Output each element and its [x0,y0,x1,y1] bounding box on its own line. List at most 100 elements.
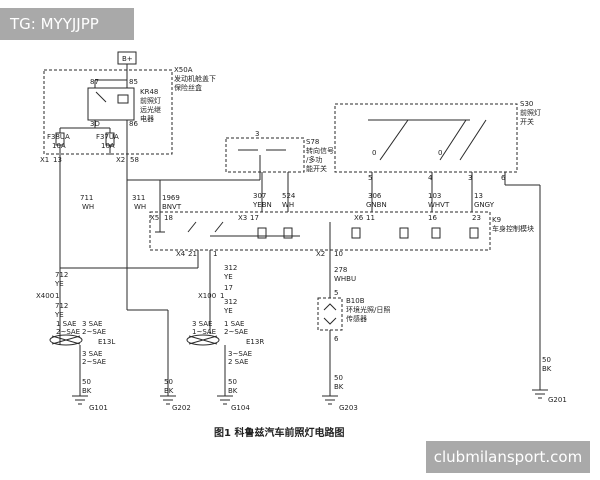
e13r-pin-2: 1~SAE [192,328,216,336]
wire-312b-color: YE [223,307,233,315]
s30-pin-5: 5 [368,174,372,182]
g203-wire: 50 [334,374,343,382]
wire-17: 17 [224,284,233,292]
relay-pin-3d: 3D [90,120,100,128]
wire-312b: 312 [224,298,237,306]
g101-label: G101 [89,404,108,412]
s30-pos-0b: 0 [438,149,442,157]
fuse-f37ua: F37UA [96,133,119,141]
connector-x1: X1 [40,156,49,164]
relay-pin-86: 86 [129,120,138,128]
g201-color: BK [542,365,552,373]
connector-x3: X3 [238,214,247,222]
g104-label: G104 [231,404,250,412]
watermark-top-left: TG: MYYJJPP [0,8,134,40]
e13r-pin-1: 3 SAE [192,320,212,328]
wire-712a: 712 [55,271,68,279]
kr48-label: KR48 [140,88,158,96]
connector-x4: X4 [176,250,186,258]
g101-wire: 50 [82,378,91,386]
e13r-pin-3: 1 SAE [224,320,244,328]
wire-103: 103 [428,192,441,200]
wire-278: 278 [334,266,347,274]
e13r-pin-5: 3~SAE [228,350,252,358]
k9-pin-23: 23 [472,214,481,222]
s78-pin: 3 [255,130,259,138]
connector-x3-pin: 17 [250,214,259,222]
s30-pin-6: 6 [501,174,506,182]
fuse-f38ua-amp: 10A [52,142,66,150]
s30-desc-2: 开关 [520,117,534,126]
s30-label: S30 [520,100,533,108]
fuse-f37ua-amp: 10A [101,142,115,150]
x50a-desc-2: 保险丝盒 [174,83,202,92]
wire-524-color: WH [282,201,294,209]
s30-desc-1: 前照灯 [520,108,541,117]
wire-711: 711 [80,194,93,202]
k9-label: K9 [492,216,501,224]
e13l-pin-5: 3 SAE [82,350,102,358]
connector-x400: X400 [36,292,54,300]
b10b-pin-6: 6 [334,335,339,343]
b10b-desc-1: 环境光照/日照 [346,305,390,314]
bplus-label: B+ [122,55,133,63]
g101-color: BK [82,387,92,395]
fuse-f38ua: F38UA [47,133,70,141]
wire-1969: 1969 [162,194,180,202]
s30-pin-4: 4 [428,174,433,182]
wire-312a: 312 [224,264,237,272]
e13r-pin-6: 2 SAE [228,358,248,366]
g104-color: BK [228,387,238,395]
connector-x1-pin: 13 [53,156,62,164]
g203-color: BK [334,383,344,391]
g203-label: G203 [339,404,358,412]
connector-x100-pin: 1 [220,292,224,300]
e13l-label: E13L [98,338,115,346]
connector-x100: X100 [198,292,216,300]
e13r-label: E13R [246,338,264,346]
s78-label: S78 [306,138,319,146]
s30-pos-0a: 0 [372,149,376,157]
b10b-desc-2: 传感器 [346,314,367,323]
wire-712b-color: YE [54,311,64,319]
g104-wire: 50 [228,378,237,386]
s78-desc-2: /多功 [306,155,322,164]
connector-x400-pin: 1 [55,292,59,300]
s78-desc-3: 能开关 [306,164,327,173]
g202-color: BK [164,387,174,395]
relay-pin-87: 87 [90,78,99,86]
e13r-pin-4: 2~SAE [224,328,248,336]
wire-13-color: GNGY [474,201,495,209]
figure-caption: 图1 科鲁兹汽车前照灯电路图 [214,426,344,439]
kr48-desc-1: 前照灯 [140,96,161,105]
connector-x5-pin: 18 [164,214,173,222]
connector-x2b: X2 [316,250,325,258]
g201-label: G201 [548,396,567,404]
wire-312a-color: YE [223,273,233,281]
b10b-pin: 5 [334,289,338,297]
wire-712a-color: YE [54,280,64,288]
wire-711-color: WH [82,203,94,211]
e13l-pin-2: 2~SAE [56,328,80,336]
wire-307: 307 [253,192,266,200]
connector-x6: X6 [354,214,364,222]
e13l-pin-3: 3 SAE [82,320,102,328]
wire-311-color: WH [134,203,146,211]
wire-311: 311 [132,194,145,202]
connector-x2: X2 [116,156,125,164]
x50a-desc-1: 发动机舱盖下 [174,74,216,83]
watermark-bottom-right: clubmilansport.com [426,441,590,473]
wire-306-color: GNBN [366,201,387,209]
g202-label: G202 [172,404,191,412]
wire-524: 524 [282,192,296,200]
s78-desc-1: 转向信号 [306,146,334,155]
connector-x5: X5 [150,214,159,222]
wire-103-color: WHVT [428,201,450,209]
wire-278-color: WHBU [334,275,356,283]
wire-13: 13 [474,192,483,200]
connector-x2-pin: 58 [130,156,139,164]
connector-x4-pin: 21 [188,250,197,258]
x50a-label: X50A [174,66,193,74]
kr48-desc-3: 电器 [140,114,154,123]
